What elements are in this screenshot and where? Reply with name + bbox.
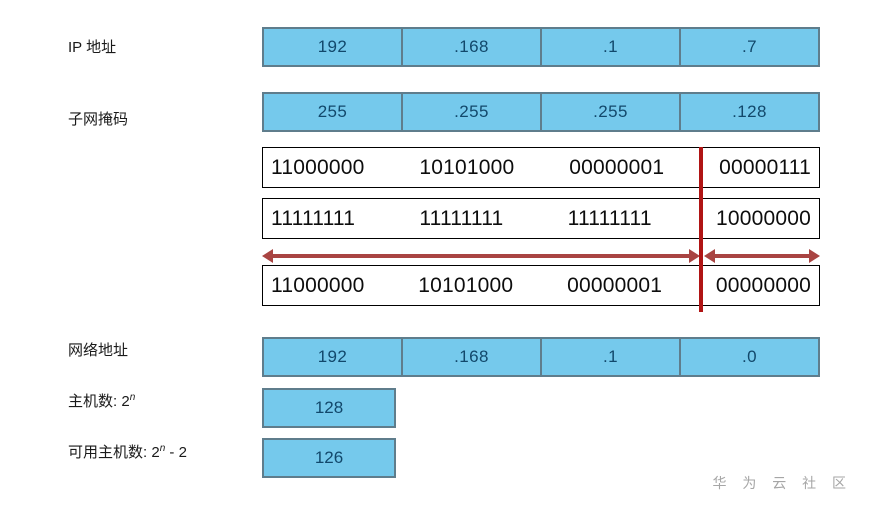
host-count-label-prefix: 主机数: 2 bbox=[68, 393, 130, 410]
ip-binary-octet-3: 00000001 bbox=[569, 155, 665, 179]
prefix-boundary-line bbox=[699, 147, 703, 312]
network-octet-3: .1 bbox=[542, 339, 681, 375]
ip-binary-octet-4: 00000111 bbox=[719, 155, 811, 179]
mask-binary-row: 11111111 11111111 11111111 10000000 bbox=[262, 198, 820, 239]
ip-octet-3: .1 bbox=[542, 29, 681, 65]
network-binary-octet-2: 10101000 bbox=[418, 273, 514, 297]
network-binary-row: 11000000 10101000 00000001 00000000 bbox=[262, 265, 820, 306]
mask-binary-octet-4: 10000000 bbox=[715, 206, 811, 230]
label-subnet-mask: 子网掩码 bbox=[68, 111, 129, 128]
host-count-value: 128 bbox=[262, 388, 396, 428]
bit-span-arrows bbox=[262, 248, 820, 264]
mask-binary-octet-1: 11111111 bbox=[271, 206, 356, 230]
network-octet-2: .168 bbox=[403, 339, 542, 375]
network-span-line bbox=[273, 254, 689, 258]
host-span-line bbox=[715, 254, 809, 258]
ip-octet-1: 192 bbox=[264, 29, 403, 65]
network-span-left-arrowhead bbox=[262, 249, 273, 263]
label-network-address: 网络地址 bbox=[68, 342, 129, 359]
ip-octet-2: .168 bbox=[403, 29, 542, 65]
ip-binary-octet-1: 11000000 bbox=[271, 155, 365, 179]
watermark: 华 为 云 社 区 bbox=[712, 475, 852, 491]
network-binary-octet-1: 11000000 bbox=[271, 273, 365, 297]
network-octet-1: 192 bbox=[264, 339, 403, 375]
label-host-count: 主机数: 2n bbox=[68, 392, 136, 410]
usable-host-label-prefix: 可用主机数: 2 bbox=[68, 444, 160, 461]
subnet-mask-table: 255 .255 .255 .128 bbox=[262, 92, 820, 132]
ip-binary-octet-2: 10101000 bbox=[419, 155, 515, 179]
ip-octet-4: .7 bbox=[681, 29, 818, 65]
network-binary-octet-3: 00000001 bbox=[567, 273, 663, 297]
mask-octet-3: .255 bbox=[542, 94, 681, 130]
ip-binary-row: 11000000 10101000 00000001 00000111 bbox=[262, 147, 820, 188]
mask-binary-octet-2: 11111111 bbox=[419, 206, 504, 230]
network-octet-4: .0 bbox=[681, 339, 818, 375]
usable-host-label-suffix: - 2 bbox=[165, 444, 187, 461]
mask-octet-1: 255 bbox=[264, 94, 403, 130]
usable-host-label-exponent: n bbox=[159, 443, 166, 454]
label-ip-address: IP 地址 bbox=[68, 39, 117, 56]
mask-binary-octet-3: 11111111 bbox=[567, 206, 652, 230]
host-span-right-arrowhead bbox=[809, 249, 820, 263]
network-address-table: 192 .168 .1 .0 bbox=[262, 337, 820, 377]
usable-host-count-value: 126 bbox=[262, 438, 396, 478]
mask-octet-4: .128 bbox=[681, 94, 818, 130]
host-count-label-exponent: n bbox=[129, 392, 136, 403]
network-span-right-arrowhead bbox=[689, 249, 700, 263]
network-binary-octet-4: 00000000 bbox=[715, 273, 811, 297]
ip-address-table: 192 .168 .1 .7 bbox=[262, 27, 820, 67]
host-span-left-arrowhead bbox=[704, 249, 715, 263]
mask-octet-2: .255 bbox=[403, 94, 542, 130]
label-usable-host-count: 可用主机数: 2n - 2 bbox=[68, 443, 187, 461]
